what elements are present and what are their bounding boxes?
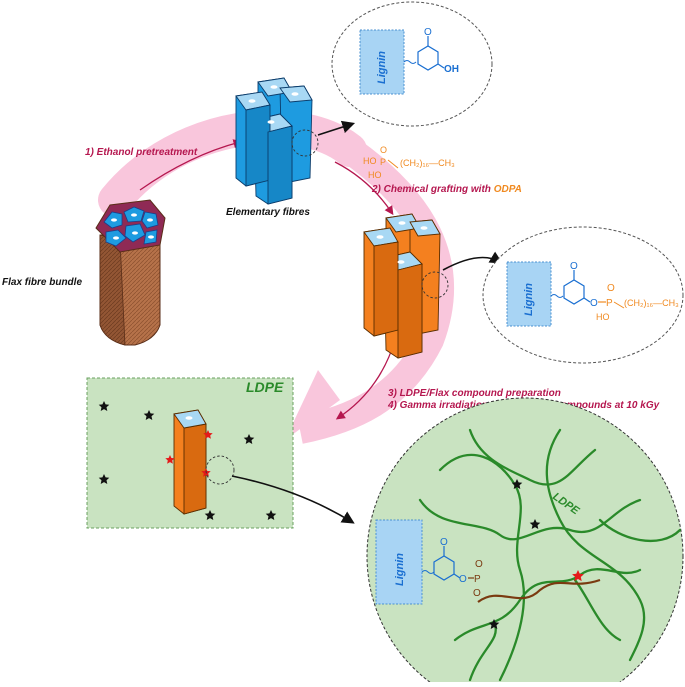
zoom-circle-lignin: Lignin O OH bbox=[331, 1, 493, 127]
zoom-circle-ldpe: LDPE Lignin O O P O O bbox=[366, 397, 684, 687]
methoxy-o-3: O bbox=[440, 537, 448, 548]
elementary-label: Elementary fibres bbox=[226, 207, 310, 218]
lignin-label-3: Lignin bbox=[394, 553, 406, 586]
zoom-arrow-2 bbox=[442, 251, 503, 271]
odpa-p: P bbox=[380, 157, 386, 167]
bundle-label: Flax fibre bundle bbox=[2, 277, 82, 288]
zoom-arrow-3 bbox=[231, 475, 355, 524]
odpa-chain: (CH₂)₁₆—CH₃ bbox=[400, 158, 455, 168]
odpa-o: O bbox=[380, 145, 387, 155]
ldpe-box-label: LDPE bbox=[246, 379, 284, 395]
flax-bundle bbox=[95, 199, 166, 346]
graft-po-3: O bbox=[475, 559, 483, 570]
graft-p-3: P bbox=[474, 574, 481, 585]
ldpe-box: LDPE bbox=[86, 377, 294, 529]
odpa-ho-top: HO bbox=[363, 156, 377, 166]
methoxy-o-1: O bbox=[424, 27, 432, 38]
odpa-structure: O HO P HO (CH₂)₁₆—CH₃ bbox=[363, 145, 455, 180]
lignin-label-1: Lignin bbox=[376, 51, 388, 84]
graft-p-2: P bbox=[606, 298, 613, 309]
zoom-arrow-1 bbox=[317, 120, 356, 136]
graft-o-3: O bbox=[459, 574, 467, 585]
graft-o-2: O bbox=[590, 298, 598, 309]
step2-arrow bbox=[334, 161, 394, 216]
step2-label: 2) Chemical grafting with ODPA bbox=[371, 184, 522, 195]
methoxy-o-2: O bbox=[570, 261, 578, 272]
odpa-reagent: ODPA bbox=[494, 184, 522, 195]
graft-o-3b: O bbox=[473, 588, 481, 599]
graft-chain-2: (CH₂)₁₆—CH₃ bbox=[624, 298, 679, 308]
odpa-ho-bottom: HO bbox=[368, 170, 382, 180]
step1-arrow bbox=[139, 139, 243, 191]
zoom-circle-grafted: Lignin O O P O HO (CH₂)₁₆—CH₃ bbox=[482, 226, 684, 364]
graft-ho-2: HO bbox=[596, 312, 610, 322]
step3-label: 3) LDPE/Flax compound preparation bbox=[388, 388, 561, 399]
elementary-fibres bbox=[235, 77, 319, 205]
graft-po-2: O bbox=[607, 283, 615, 294]
hydroxyl-1: OH bbox=[444, 64, 459, 75]
lignin-label-2: Lignin bbox=[523, 283, 535, 316]
grafted-fibres bbox=[363, 213, 449, 359]
step1-label: 1) Ethanol pretreatment bbox=[85, 147, 198, 158]
